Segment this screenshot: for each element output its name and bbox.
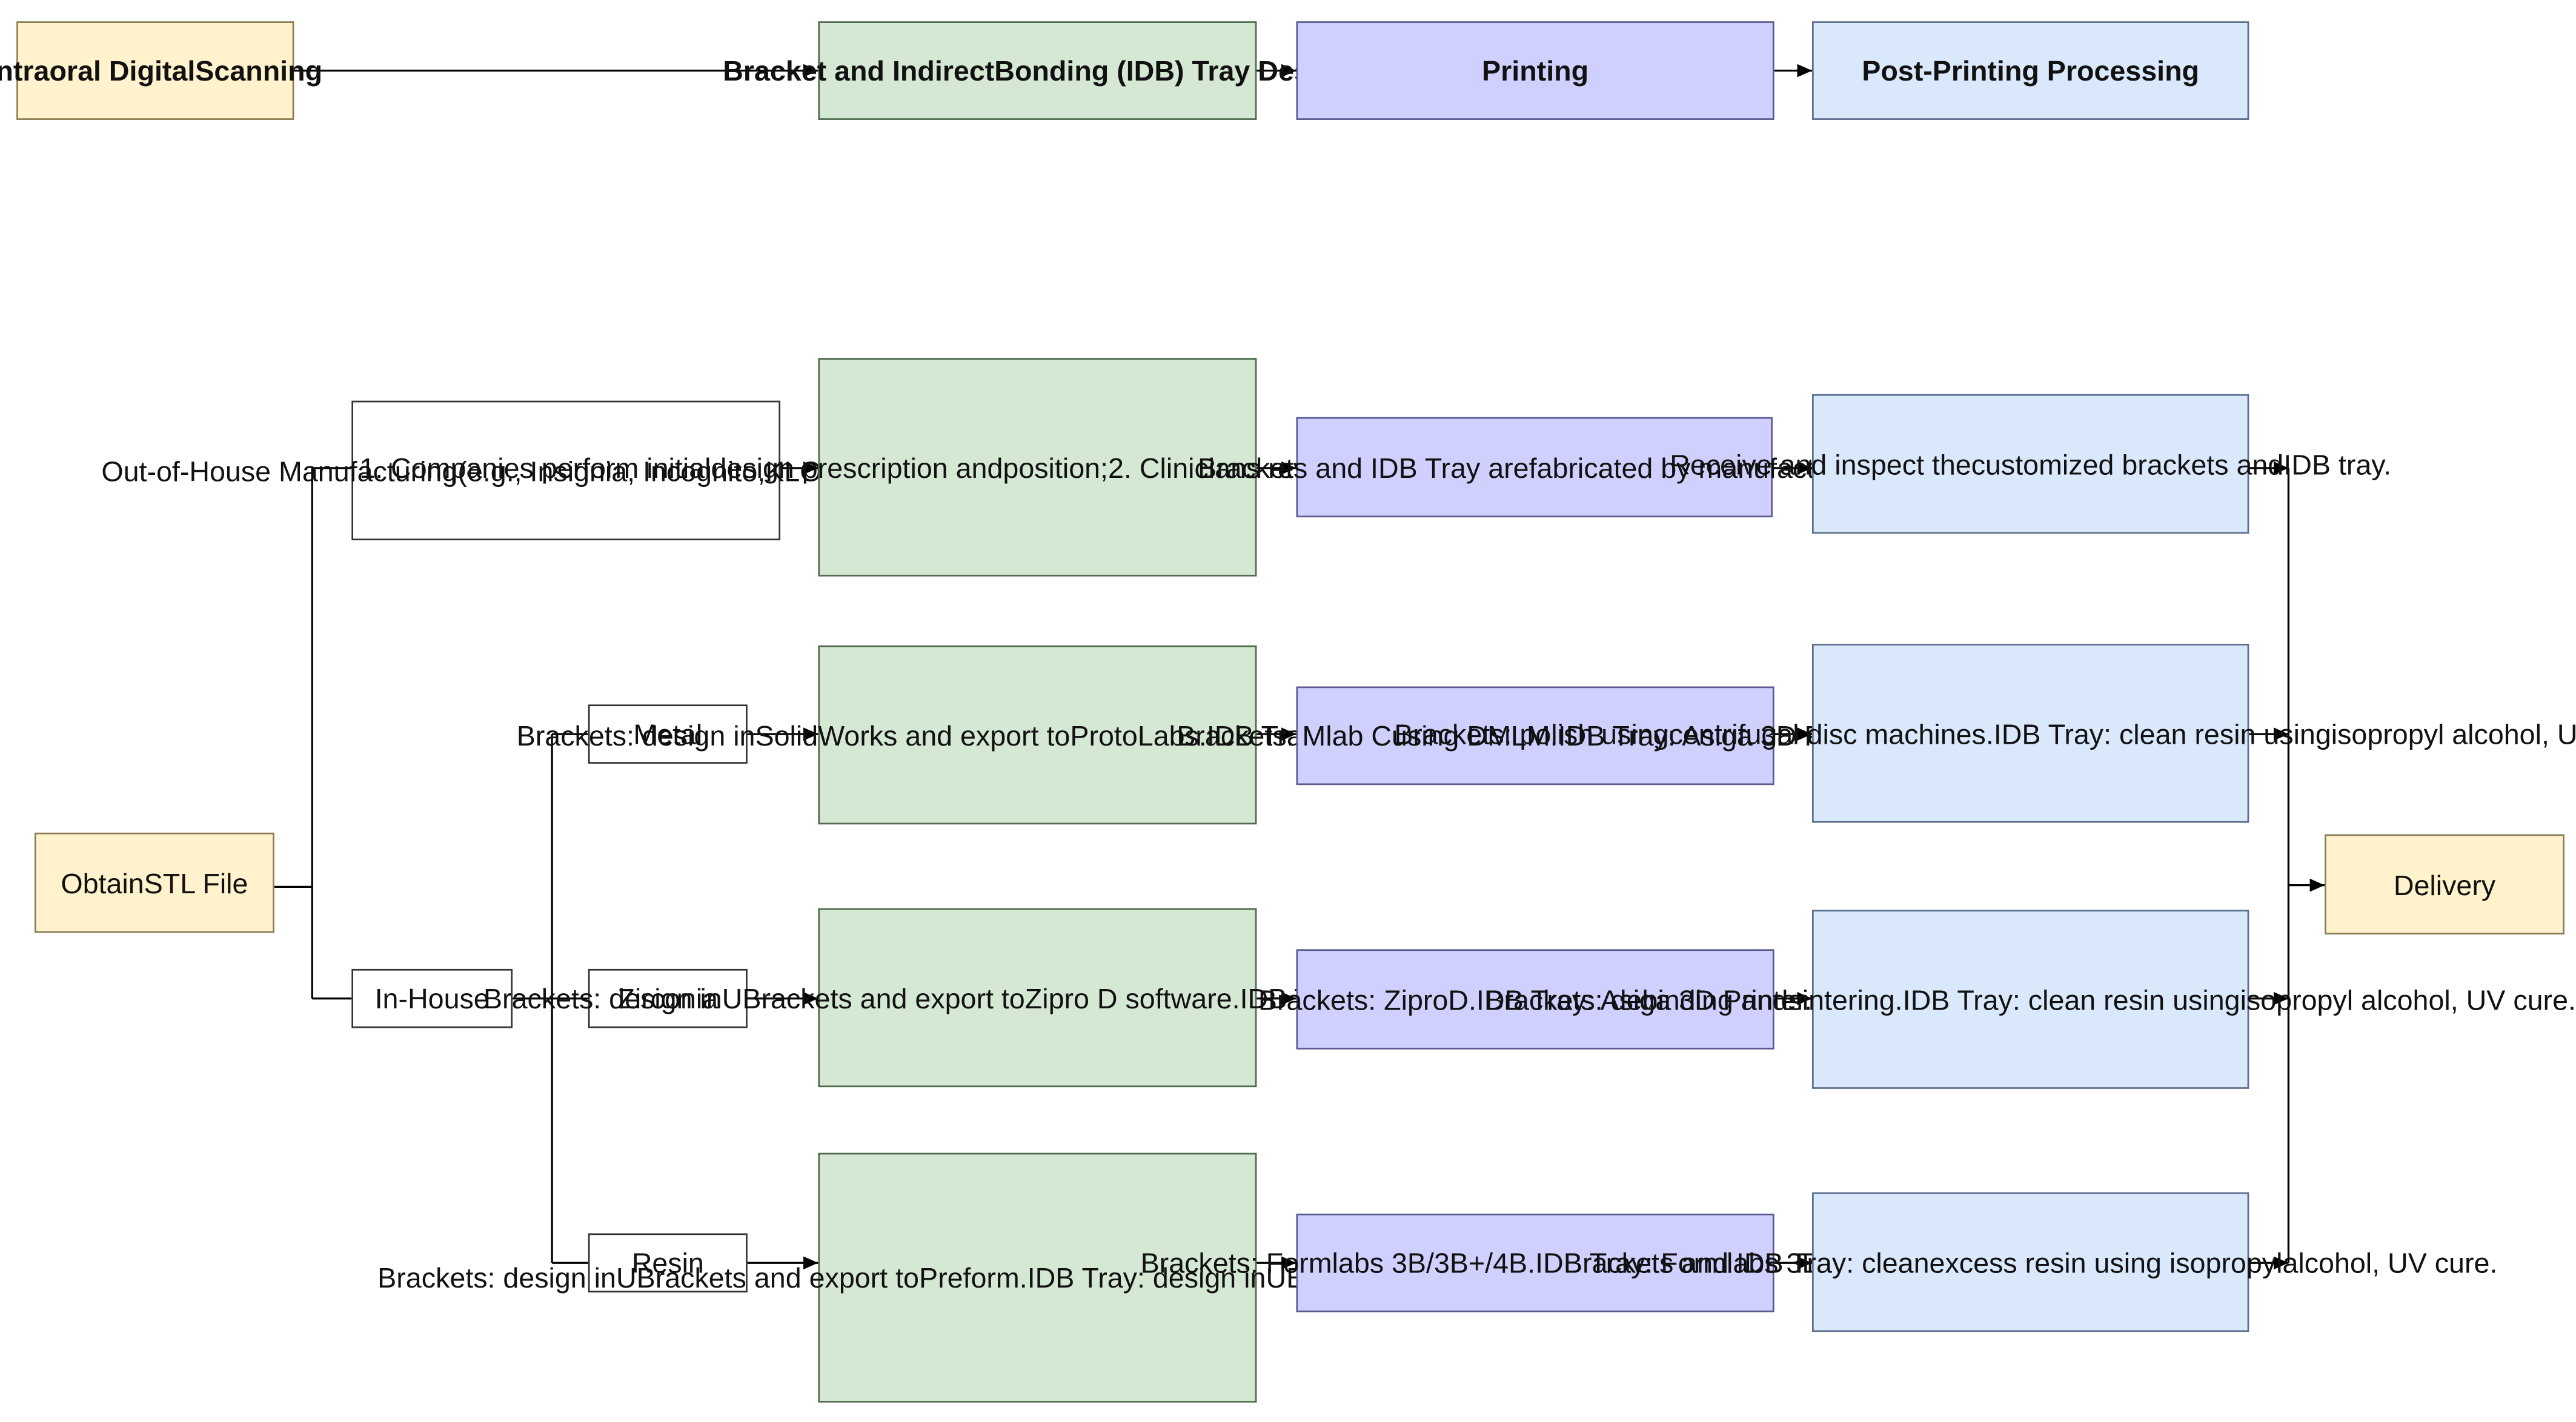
text-line: Preform.	[918, 1261, 1027, 1294]
text-line: (e.g., Insignia, Incognito,	[457, 454, 766, 488]
text-line: Brackets: design in	[377, 1261, 616, 1294]
text-line: Zipro D software.	[1024, 981, 1240, 1014]
text-line: IDB tray.	[2283, 447, 2392, 481]
text-line: Brackets: ZiproD.	[1258, 982, 1476, 1016]
text-line: IDB Tray: Asiga 3D Printer.	[1476, 982, 1813, 1016]
zirconia-printing-box: Brackets: ZiproD.IDB Tray: Asiga 3D Prin…	[1258, 949, 1812, 1050]
text-line: Brackets and IDB Tray: clean	[1563, 1245, 1930, 1279]
text-line: In-House	[374, 982, 490, 1015]
zirconia-design-box: Brackets: design inUBrackets and export …	[483, 908, 1592, 1088]
text-line: Brackets: polish using	[1394, 716, 1669, 750]
header-printing: Printing	[1296, 21, 1774, 120]
text-line: Delivery	[2393, 868, 2496, 901]
text-line: ProtoLabs.	[1070, 718, 1207, 752]
text-line: IDB Tray: design in	[1027, 1261, 1266, 1294]
text-line: Intraoral Digital	[0, 54, 196, 87]
obtain-stl-node: ObtainSTL File	[34, 832, 274, 933]
text-line: sintering.	[1788, 982, 1903, 1016]
in-house-node: In-House	[351, 968, 513, 1028]
outhouse-post-box: Receive and inspect thecustomized bracke…	[1670, 394, 2391, 534]
text-line: IDB Tray: clean resin using	[1902, 982, 2240, 1016]
text-line: Brackets: debinding and	[1485, 982, 1788, 1016]
text-line: UBrackets and export to	[616, 1261, 919, 1294]
resin-post-box: Brackets and IDB Tray: cleanexcess resin…	[1564, 1192, 2497, 1332]
text-line: Receive and inspect the	[1670, 447, 1971, 481]
text-line: Metal	[633, 718, 703, 751]
text-line: Brackets: Formlabs 3B/3B+/4B.	[1140, 1246, 1536, 1280]
text-line: design prescription and	[711, 451, 1003, 484]
text-line: excess resin using isopropyl	[1929, 1245, 2283, 1279]
text-line: Resin	[631, 1246, 704, 1280]
text-line: Printing	[1482, 54, 1589, 87]
text-line: SolidWorks and export to	[755, 718, 1071, 752]
metal-post-box: Brackets: polish usingcentrifugal disc m…	[1394, 643, 2576, 823]
resin-node: Resin	[588, 1233, 748, 1293]
text-line: Brackets: design in	[516, 718, 755, 752]
header-design: Bracket and IndirectBonding (IDB) Tray D…	[723, 21, 1352, 120]
zirconia-node: Zirconia	[588, 968, 748, 1028]
zirconia-post-box: Brackets: debinding andsintering.IDB Tra…	[1485, 910, 2576, 1089]
text-line: 1. Companies perform initial	[359, 451, 711, 484]
text-line: UBrackets and export to	[722, 981, 1025, 1014]
text-line: Out-of-House Manufacturing	[101, 454, 458, 488]
text-line: Brackets: Mlab Cusing DMLM.	[1177, 719, 1558, 752]
text-line: Brackets: design in	[483, 981, 722, 1014]
header-scanning: Intraoral DigitalScanning	[0, 21, 322, 120]
outhouse-design-box: 1. Companies perform initialdesign presc…	[359, 358, 1716, 577]
delivery-node: Delivery	[2325, 834, 2564, 934]
text-line: STL File	[144, 866, 248, 899]
text-line: IDB Tray: clean resin using	[1993, 716, 2331, 750]
text-line: position;	[1003, 451, 1109, 484]
text-line: Obtain	[61, 866, 144, 899]
text-line: Bracket and Indirect	[723, 54, 995, 87]
text-line: centrifugal disc machines.	[1668, 716, 1994, 750]
metal-design-box: Brackets: design inSolidWorks and export…	[517, 645, 1558, 825]
text-line: Scanning	[195, 54, 323, 87]
text-line: customized brackets and	[1971, 447, 2284, 481]
metal-node: Metal	[588, 704, 748, 764]
text-line: isopropyl alcohol, UV cure.	[2331, 716, 2576, 750]
header-post-processing: Post-Printing Processing	[1812, 21, 2249, 120]
text-line: Bonding (IDB) Tray Design	[994, 54, 1352, 87]
text-line: alcohol, UV cure.	[2282, 1245, 2498, 1279]
text-line: Brackets and IDB Tray are	[1198, 451, 1529, 484]
text-line: isopropyl alcohol, UV cure.	[2240, 982, 2576, 1016]
text-line: Zirconia	[617, 982, 719, 1015]
text-line: Post-Printing Processing	[1862, 54, 2200, 87]
